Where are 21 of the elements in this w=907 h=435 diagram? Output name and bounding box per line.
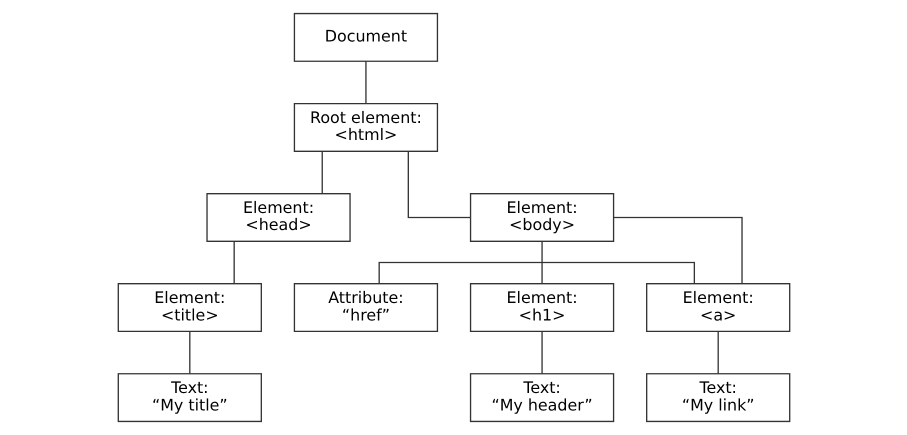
node-box: Document xyxy=(293,12,438,62)
node-box: Text: “My link” xyxy=(646,373,790,422)
connector xyxy=(233,242,234,284)
connector xyxy=(407,152,470,218)
connector xyxy=(188,332,190,374)
connector xyxy=(378,262,695,284)
node-box: Attribute: “href” xyxy=(293,283,438,332)
connector xyxy=(321,152,322,194)
node-box: Element: <h1> xyxy=(469,283,614,332)
node-box: Element: <head> xyxy=(206,193,350,242)
node-box: Element: <title> xyxy=(117,283,262,332)
connector xyxy=(540,242,542,284)
connector xyxy=(540,332,542,374)
connector xyxy=(364,62,366,104)
connector xyxy=(613,216,742,284)
node-box: Element: <a> xyxy=(646,283,790,332)
node-box: Element: <body> xyxy=(469,193,614,242)
node-box: Root element: <html> xyxy=(293,102,438,152)
node-box: Text: “My header” xyxy=(469,373,614,422)
node-box: Text: “My title” xyxy=(117,373,262,422)
connector xyxy=(717,332,718,374)
